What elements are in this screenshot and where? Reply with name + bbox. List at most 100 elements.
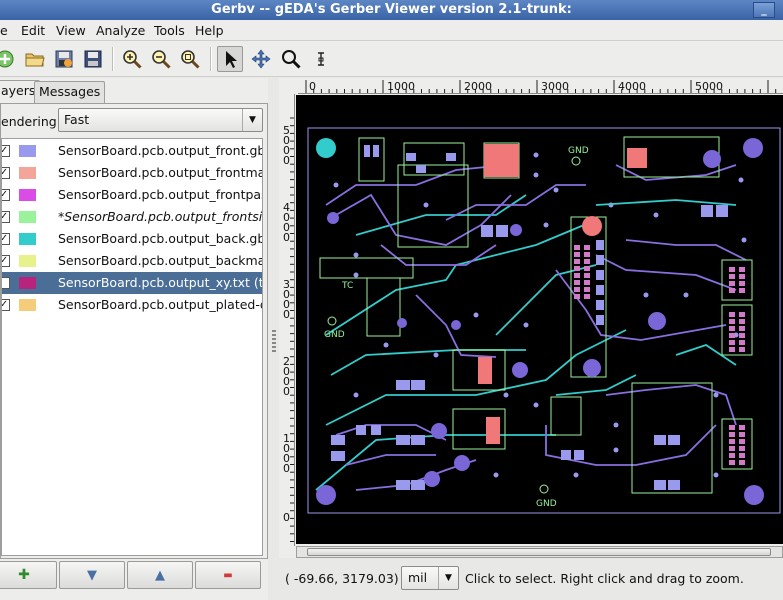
vruler-label: 4000 [283,201,290,244]
layer-row-plated-drill[interactable]: ✓ SensorBoard.pcb.output_plated-dri [2,294,263,316]
layer-row-backmask[interactable]: ✓ SensorBoard.pcb.output_backmask [2,250,263,272]
remove-icon: ▬ [223,569,233,581]
zoom-out-icon[interactable] [148,46,174,72]
revert-icon[interactable] [51,46,77,72]
unit-value: mil [408,570,428,585]
move-layer-up-button[interactable]: ▲ [127,561,193,589]
layer-name: SensorBoard.pcb.output_back.gbr [58,231,263,246]
hruler-label: 1000 [387,80,415,93]
vruler-label: 1000 [283,432,290,475]
menu-analyze[interactable]: Analyze [96,23,146,38]
move-down-icon: ▼ [87,567,97,583]
window-title: Gerbv -- gEDA's Gerber Viewer version 2.… [211,2,572,17]
layer-row-frontmask[interactable]: ✓ SensorBoard.pcb.output_frontmask [2,162,263,184]
horizontal-ruler-ticks [305,80,777,93]
layer-name: *SensorBoard.pcb.output_frontsilk.g [58,209,263,224]
layer-visibility-checkbox[interactable]: ✓ [2,255,10,267]
tab-messages[interactable]: Messages [34,81,106,103]
pan-icon[interactable] [248,46,274,72]
layer-name: SensorBoard.pcb.output_backmask [58,253,263,268]
layers-panel: ayers Messages endering: Fast ▼ ✓ Sensor… [0,78,268,600]
remove-layer-button[interactable]: ▬ [195,561,261,589]
vruler-label: 3000 [283,278,290,321]
layer-visibility-checkbox[interactable]: ✓ [2,233,10,245]
toolbar-separator [210,47,212,71]
layer-color-swatch[interactable] [19,167,36,179]
hruler-label: 0 [309,80,316,93]
rendering-select[interactable]: Fast ▼ [58,108,263,132]
layer-color-swatch[interactable] [19,255,36,267]
gerber-canvas[interactable]: TC GND GND GND [296,95,783,544]
layer-visibility-checkbox[interactable]: ✓ [2,167,10,179]
layer-color-swatch[interactable] [19,233,36,245]
tab-layers[interactable]: ayers [0,80,41,104]
layer-visibility-checkbox[interactable]: ✓ [2,145,10,157]
pcb-drawing: TC GND GND GND [307,127,781,514]
menu-view[interactable]: View [56,23,86,38]
status-hint: Click to select. Right click and drag to… [465,571,744,586]
statusbar: ( -69.66, 3179.03) mil ▼ Click to select… [279,563,783,593]
vruler-label: 5000 [283,124,290,167]
layer-buttons: ✚ ▼ ▲ ▬ [0,561,265,589]
layer-visibility-checkbox[interactable] [2,277,10,289]
layer-color-swatch[interactable] [19,189,36,201]
hruler-label: 3000 [541,80,569,93]
layer-name: SensorBoard.pcb.output_frontmask [58,165,263,180]
unit-select[interactable]: mil ▼ [401,566,459,590]
pane-splitter-handle[interactable] [272,330,276,354]
add-layer-button[interactable]: ✚ [0,561,57,589]
layer-row-xy[interactable]: SensorBoard.pcb.output_xy.txt (to [2,272,263,294]
chevron-down-icon: ▼ [438,567,458,589]
layer-name: SensorBoard.pcb.output_xy.txt (to [58,275,263,290]
rendering-value: Fast [64,112,90,127]
vertical-ruler: 5000 4000 3000 2000 1000 0 [281,94,295,546]
chevron-down-icon: ▼ [242,109,262,131]
horizontal-scrollbar[interactable] [296,546,783,558]
layer-color-swatch[interactable] [19,145,36,157]
scrollbar-thumb[interactable] [307,548,771,556]
pointer-icon[interactable] [217,46,243,72]
layer-name: SensorBoard.pcb.output_front.gbr [58,143,263,158]
layer-color-swatch[interactable] [19,277,36,289]
vertical-ruler-ticks [290,117,294,542]
move-up-icon: ▲ [155,567,165,583]
layer-color-swatch[interactable] [19,211,36,223]
menu-file[interactable]: e [0,23,8,38]
menu-edit[interactable]: Edit [21,23,46,38]
board-text-gnd-bottom: GND [536,499,557,509]
layer-color-swatch[interactable] [19,299,36,311]
hruler-label: 5000 [695,80,723,93]
hruler-label: 4000 [618,80,646,93]
minimize-button[interactable]: _ [753,2,775,18]
board-text-gnd-top: GND [568,146,589,156]
new-icon[interactable] [0,46,18,72]
layer-visibility-checkbox[interactable]: ✓ [2,189,10,201]
menu-tools[interactable]: Tools [154,23,185,38]
zoom-fit-icon[interactable] [177,46,203,72]
horizontal-ruler: 0 1000 2000 3000 4000 5000 [298,80,783,94]
open-folder-icon[interactable] [22,46,48,72]
measure-icon[interactable] [308,46,334,72]
layer-visibility-checkbox[interactable]: ✓ [2,211,10,223]
layer-name: SensorBoard.pcb.output_frontpaste [58,187,263,202]
layer-row-frontsilk[interactable]: ✓ *SensorBoard.pcb.output_frontsilk.g [2,206,263,228]
layer-list[interactable]: ✓ SensorBoard.pcb.output_front.gbr ✓ Sen… [1,138,263,556]
layer-name: SensorBoard.pcb.output_plated-dri [58,297,263,312]
board-text-gnd-left: GND [324,330,345,340]
toolbar-separator [112,47,114,71]
layer-row-front[interactable]: ✓ SensorBoard.pcb.output_front.gbr [2,140,263,162]
cursor-coordinates: ( -69.66, 3179.03) [285,571,399,586]
menubar: e Edit View Analyze Tools Help [0,20,783,41]
vruler-label: 2000 [283,355,290,398]
layer-row-frontpaste[interactable]: ✓ SensorBoard.pcb.output_frontpaste [2,184,263,206]
layer-row-back[interactable]: ✓ SensorBoard.pcb.output_back.gbr [2,228,263,250]
layer-visibility-checkbox[interactable]: ✓ [2,299,10,311]
toolbar [0,41,783,77]
save-icon[interactable] [80,46,106,72]
window-titlebar: Gerbv -- gEDA's Gerber Viewer version 2.… [0,0,783,20]
hruler-label: 2000 [464,80,492,93]
move-layer-down-button[interactable]: ▼ [59,561,125,589]
menu-help[interactable]: Help [195,23,224,38]
zoom-in-icon[interactable] [119,46,145,72]
zoom-region-icon[interactable] [278,46,304,72]
